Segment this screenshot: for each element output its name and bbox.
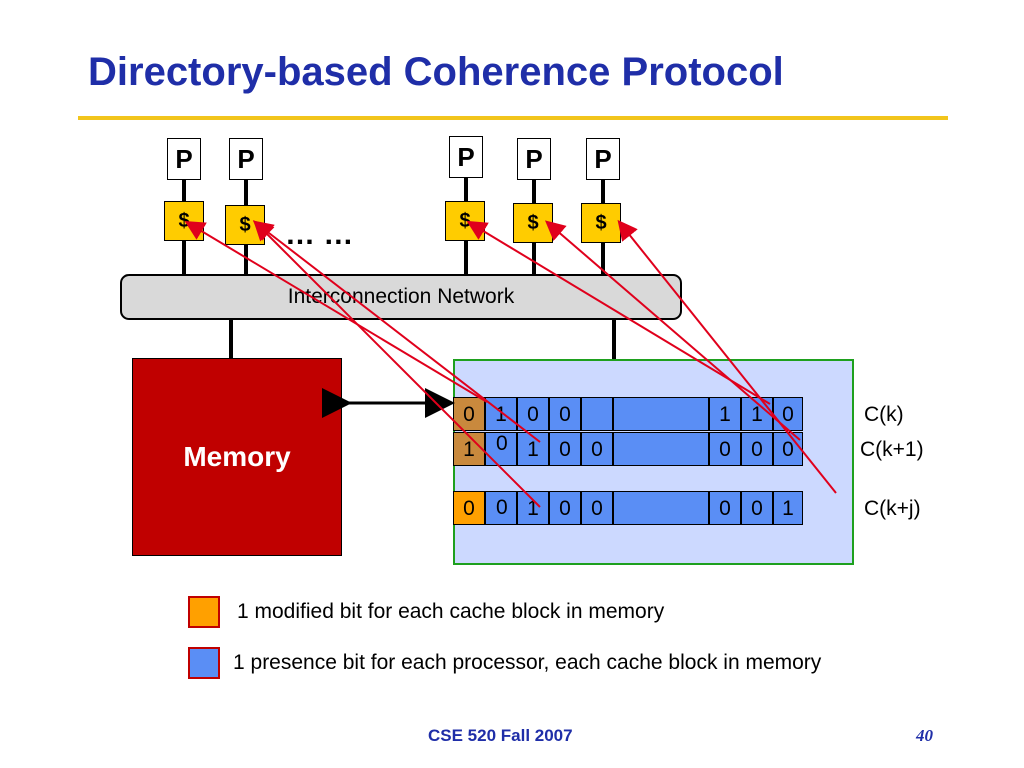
overlap-digit: 0: [496, 496, 508, 519]
processor-2: P: [229, 138, 263, 180]
presence-bit: 0: [549, 397, 581, 431]
processor-4: P: [517, 138, 551, 180]
presence-bit: [485, 432, 517, 466]
presence-bit: 0: [741, 491, 773, 525]
processor-3: P: [449, 136, 483, 178]
presence-bit: 0: [773, 397, 803, 431]
presence-bit: 0: [741, 432, 773, 466]
legend-text-presence: 1 presence bit for each processor, each …: [233, 651, 822, 674]
presence-arrow: [617, 219, 837, 494]
presence-bit-gap: [613, 397, 709, 431]
overlap-digit: 0: [496, 432, 508, 455]
modified-bit: 1: [453, 432, 485, 466]
presence-bit: [485, 491, 517, 525]
presence-bit: 0: [549, 432, 581, 466]
memory-block: Memory: [132, 358, 342, 556]
more-processors-ellipsis: … …: [285, 218, 354, 251]
presence-bit-gap: [613, 432, 709, 466]
presence-bit: 0: [709, 491, 741, 525]
page-number: 40: [916, 726, 933, 745]
row-label-ck1: C(k+1): [860, 438, 924, 461]
directory-row-ck1: 1 1 0 0 0 0 0: [453, 432, 803, 466]
presence-bit: 1: [517, 491, 549, 525]
network-directory-link: [612, 320, 616, 360]
slide-title: Directory-based Coherence Protocol: [88, 50, 784, 94]
legend-swatch-modified: [188, 596, 220, 628]
presence-bit: [581, 397, 613, 431]
legend-swatch-presence: [188, 647, 220, 679]
presence-bit: 0: [709, 432, 741, 466]
presence-bit: 0: [517, 397, 549, 431]
processor-1: P: [167, 138, 201, 180]
presence-arrow: [252, 220, 541, 443]
presence-bit: 1: [709, 397, 741, 431]
network-memory-link: [229, 320, 233, 358]
processor-5: P: [586, 138, 620, 180]
presence-arrow: [544, 220, 801, 441]
memory-label: Memory: [183, 441, 291, 472]
title-underline: [78, 116, 948, 120]
presence-bit: 0: [549, 491, 581, 525]
presence-bit-gap: [613, 491, 709, 525]
row-label-ck: C(k): [864, 403, 904, 426]
footer-course: CSE 520 Fall 2007: [428, 726, 573, 745]
cache-5: $: [581, 203, 621, 243]
directory-row-ck: 0 1 0 0 1 1 0: [453, 397, 803, 431]
presence-arrow: [184, 220, 488, 403]
modified-bit: 0: [453, 491, 485, 525]
presence-bit: 0: [581, 491, 613, 525]
directory-row-ckj: 0 1 0 0 0 0 1: [453, 491, 803, 525]
presence-arrow: [466, 220, 771, 405]
presence-bit: 0: [581, 432, 613, 466]
legend-text-modified: 1 modified bit for each cache block in m…: [237, 600, 665, 623]
presence-bit: 1: [773, 491, 803, 525]
row-label-ckj: C(k+j): [864, 497, 921, 520]
presence-arrow: [253, 220, 541, 508]
